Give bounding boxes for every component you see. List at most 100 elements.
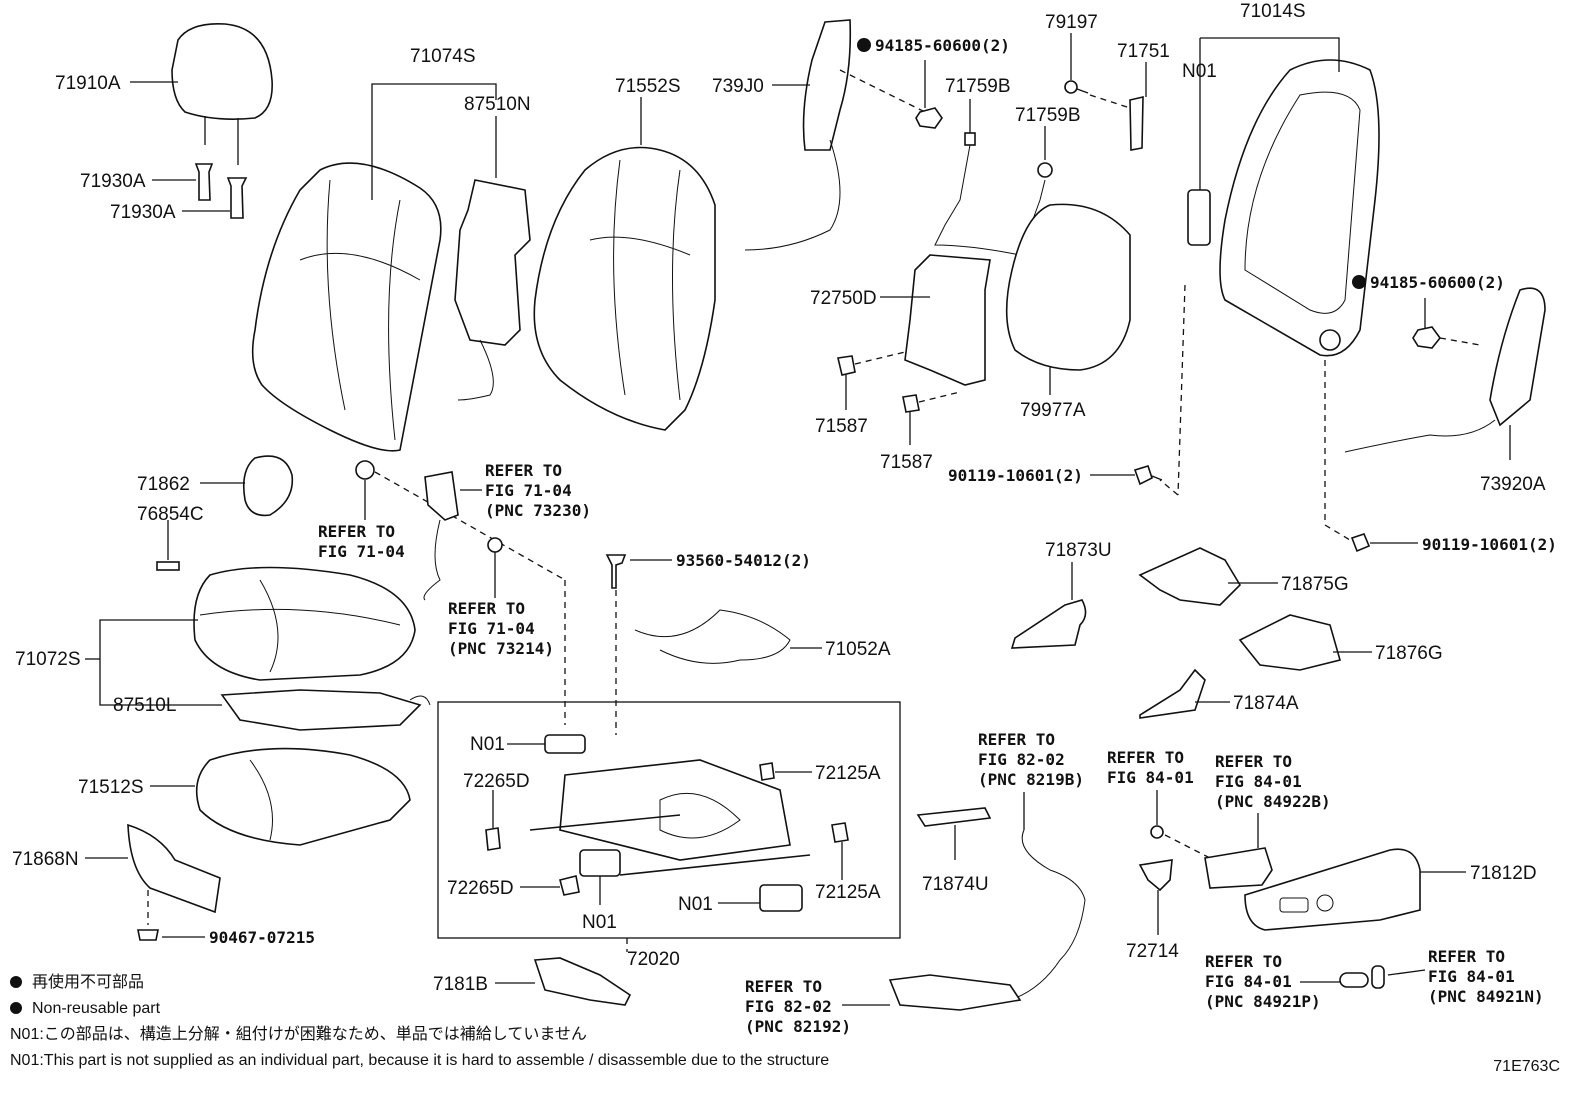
ref3-line1: REFER TO [448,599,525,618]
back-pad-part [1005,203,1131,371]
label-71930A-1: 71930A [80,171,146,192]
ref9-line2: FIG 84-01 [1428,967,1515,986]
label-94185-right: 94185-60600(2) [1370,273,1505,292]
trim-strip-part [1129,95,1144,151]
clip-part [837,355,920,413]
trim-71875G-part [1138,547,1242,606]
nut-part [915,107,943,129]
label-71759B-2: 71759B [1015,105,1081,126]
ref2-line2: FIG 71-04 [318,542,405,561]
label-72125A-2: 72125A [815,882,881,903]
seatbelt-buckle-part [423,471,459,601]
screw-part [1064,80,1089,94]
label-71014S: 71014S [1240,1,1306,22]
seatback-cover-part [251,162,442,452]
headrest-part [171,23,273,165]
legend-n01-en: N01:This part is not supplied as an indi… [10,1052,830,1069]
slide-motor-part [759,884,803,912]
trim-71874A-part [1139,668,1206,719]
ref1-line2: FIG 71-04 [485,481,572,500]
label-72125A-1: 72125A [815,763,881,784]
bolt-part [1350,533,1371,553]
label-79197: 79197 [1045,12,1098,33]
seatback-pad-part [533,146,716,431]
label-739J0: 739J0 [712,76,764,97]
label-71874U: 71874U [922,874,989,895]
nonreusable-dot-icon [10,976,22,988]
ref8-line1: REFER TO [1205,952,1282,971]
ref8-line3: (PNC 84921P) [1205,992,1321,1011]
label-71874A: 71874A [1233,693,1299,714]
label-76854C: 76854C [137,504,204,525]
label-71751: 71751 [1117,41,1170,62]
bracket-72714-part [1138,859,1173,892]
ref4-line3: (PNC 8219B) [978,770,1084,789]
label-71868N: 71868N [12,849,79,870]
trim-71876G-part [1238,614,1341,671]
legend-n01-jp: N01:この部品は、構造上分解・組付けが困難なため、単品では補給していません [10,1026,587,1043]
seatback-frame-part [1219,59,1380,357]
ref5-line2: FIG 84-01 [1107,768,1194,787]
label-72714: 72714 [1126,941,1179,962]
side-airbag-part [744,19,852,251]
label-90119-2: 90119-10601(2) [1422,535,1557,554]
label-71875G: 71875G [1281,574,1349,595]
label-71862: 71862 [137,474,190,495]
seat-switch-part [1204,847,1273,889]
ref8-line2: FIG 84-01 [1205,972,1292,991]
buckle-washer-part [487,537,503,553]
label-72265D-2: 72265D [447,878,514,899]
label-72020: 72020 [627,949,680,970]
label-71552S: 71552S [615,76,681,97]
ref3-line2: FIG 71-04 [448,619,535,638]
label-72750D: 72750D [810,288,877,309]
lower-bracket-part [533,957,632,1006]
label-71812D: 71812D [1470,863,1537,884]
label-87510N: 87510N [464,94,531,115]
legend-notes: 再使用不可部品 Non-reusable part N01:この部品は、構造上分… [10,970,830,1074]
legend-nonreusable-en: Non-reusable part [10,996,710,1022]
label-N01-top: N01 [1182,61,1217,82]
label-N01-a: N01 [470,734,505,755]
label-71587-2: 71587 [880,452,933,473]
seat-side-shield-part [1244,848,1421,931]
cushion-heater-part [220,689,431,731]
label-71074S: 71074S [410,46,476,67]
side-airbag-right-part [1344,287,1546,453]
trim-71873U-part [1010,599,1087,649]
ref5-line1: REFER TO [1107,748,1184,767]
label-71876G: 71876G [1375,643,1443,664]
switch-screw-part [1150,825,1164,839]
label-73920A: 73920A [1480,474,1546,495]
small-clip-part [156,561,180,571]
legend-nonreusable-en-text: Non-reusable part [32,1000,161,1017]
label-71873U: 71873U [1045,540,1112,561]
height-motor-part [579,849,621,877]
label-79977A: 79977A [1020,400,1086,421]
label-N01-c: N01 [678,894,713,915]
recliner-motor-part [1187,189,1211,246]
bolt-part [605,554,627,589]
ref9-line3: (PNC 84921N) [1428,987,1544,1006]
clip-part [831,822,849,843]
label-94185-top: 94185-60600(2) [875,36,1010,55]
bolt-part [1133,465,1163,486]
headrest-guide-part [194,163,248,219]
nonreusable-dot [1352,275,1366,289]
ref6-line1: REFER TO [1215,752,1292,771]
cushion-cover-part [193,566,416,681]
nut-part [1412,326,1442,349]
label-90467: 90467-07215 [209,928,315,947]
label-71072S: 71072S [15,649,81,670]
ref6-line2: FIG 84-01 [1215,772,1302,791]
ref1-line1: REFER TO [485,461,562,480]
adjuster-motor-part [544,734,586,754]
legend-nonreusable-jp: 再使用不可部品 [10,970,710,996]
side-shield-part [127,823,221,914]
label-71512S: 71512S [78,777,144,798]
label-93560: 93560-54012(2) [676,551,811,570]
seat-adjuster-group-box [437,701,901,939]
knob-part [1371,965,1385,989]
ref9-line1: REFER TO [1428,947,1505,966]
